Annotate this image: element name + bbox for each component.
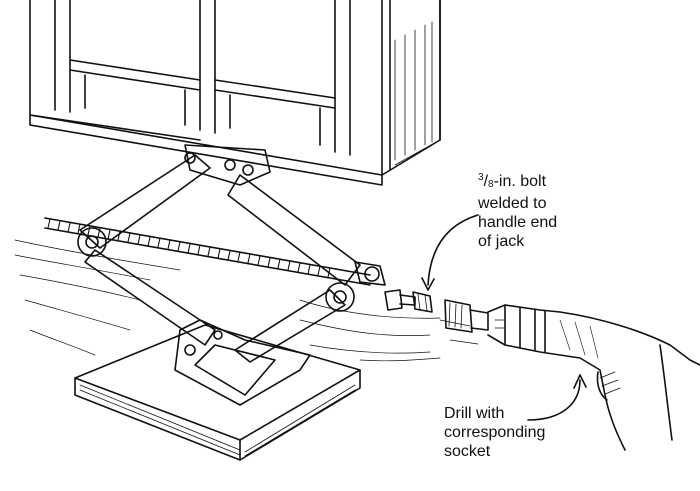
fraction-denominator: 8 bbox=[488, 179, 494, 190]
bolt-callout-line1: 3/8-in. bolt bbox=[478, 168, 598, 194]
drill bbox=[487, 304, 700, 451]
jack-arms bbox=[77, 154, 386, 363]
bolt bbox=[384, 289, 433, 313]
ground-texture bbox=[14, 239, 479, 362]
bolt-callout: 3/8-in. bolt welded to handle end of jac… bbox=[478, 168, 598, 251]
jack-base bbox=[74, 319, 361, 461]
fraction-numerator: 3 bbox=[478, 172, 484, 183]
drill-callout-line2: corresponding bbox=[444, 424, 546, 441]
bolt-callout-line2: welded to bbox=[478, 195, 547, 212]
bolt-callout-line1-text: -in. bolt bbox=[493, 173, 547, 190]
drill-callout-line1: Drill with bbox=[444, 405, 505, 422]
threaded-screw bbox=[44, 217, 371, 286]
drill-callout-line3: socket bbox=[444, 443, 491, 460]
jack-saddle bbox=[184, 144, 271, 186]
drill-socket bbox=[444, 299, 489, 333]
bolt-callout-line4: of jack bbox=[478, 233, 525, 250]
drill-leader-arrow bbox=[527, 374, 587, 421]
fraction: 3/8 bbox=[478, 172, 494, 190]
bolt-leader-arrow bbox=[421, 214, 479, 291]
shed-structure bbox=[29, 0, 441, 186]
drill-callout: Drill with corresponding socket bbox=[444, 404, 574, 461]
bolt-callout-line3: handle end bbox=[478, 214, 558, 231]
